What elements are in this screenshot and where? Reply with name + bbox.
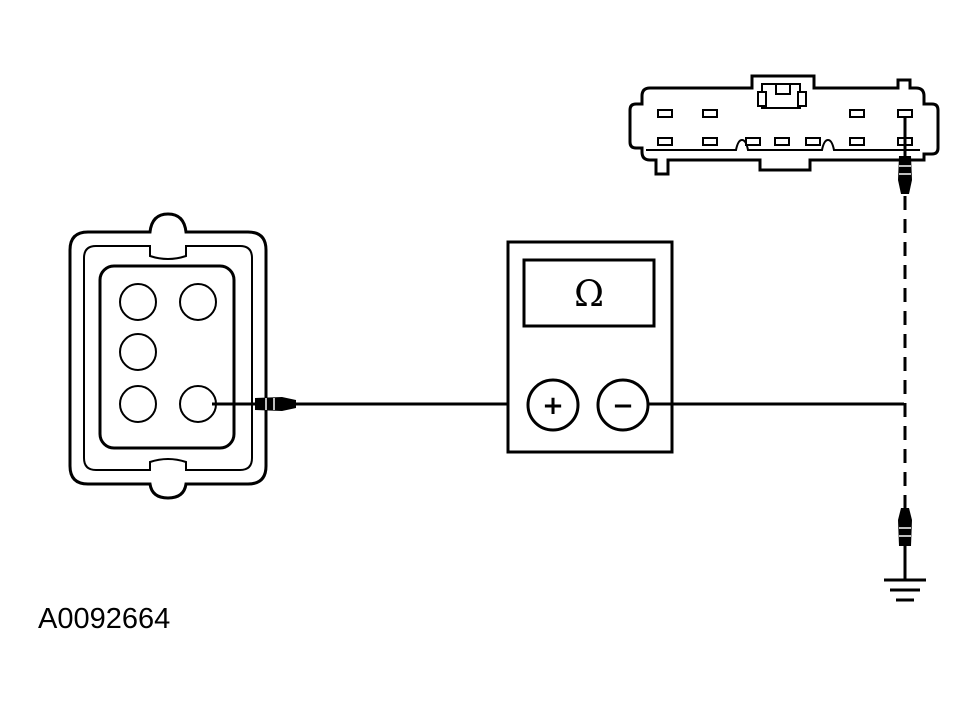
multi-connector-pin: [702, 109, 718, 118]
multi-connector-ledge: [646, 138, 920, 151]
figure-id-label: A0092664: [38, 603, 171, 635]
multi-connector-pin: [849, 137, 865, 146]
meter-ohm-symbol: Ω: [574, 274, 604, 315]
multi-pin-connector: [628, 74, 940, 176]
connector-pin: [119, 333, 157, 371]
multi-connector-pin: [657, 109, 673, 118]
multi-connector-pin: [774, 137, 790, 146]
multi-connector-pin: [897, 109, 913, 118]
test-probe-icon: [898, 156, 912, 194]
connector-pin: [119, 385, 157, 423]
multi-connector-latch-tab: [797, 91, 807, 107]
connector-inner-outline: [83, 245, 253, 471]
meter-positive-label: +: [542, 391, 564, 421]
multi-connector-pin: [745, 137, 761, 146]
meter-positive-terminal: [526, 378, 580, 432]
multi-connector-latch-slot: [775, 83, 791, 95]
ground-symbol-icon: [884, 578, 926, 602]
five-pin-connector: [68, 212, 268, 500]
multi-connector-pin: [702, 137, 718, 146]
multi-connector-latch-tab: [757, 91, 767, 107]
connector-pin: [119, 283, 157, 321]
test-probe-icon: [898, 508, 912, 546]
ohmmeter-icon: Ω + −: [506, 240, 674, 454]
connector-pin-tested: [179, 385, 217, 423]
meter-negative-label: −: [612, 391, 634, 421]
meter-display: [522, 258, 656, 328]
multi-connector-pin: [849, 109, 865, 118]
multi-connector-pin: [805, 137, 821, 146]
connector-pin: [179, 283, 217, 321]
test-probe-icon: [255, 397, 296, 411]
multi-connector-pin: [657, 137, 673, 146]
